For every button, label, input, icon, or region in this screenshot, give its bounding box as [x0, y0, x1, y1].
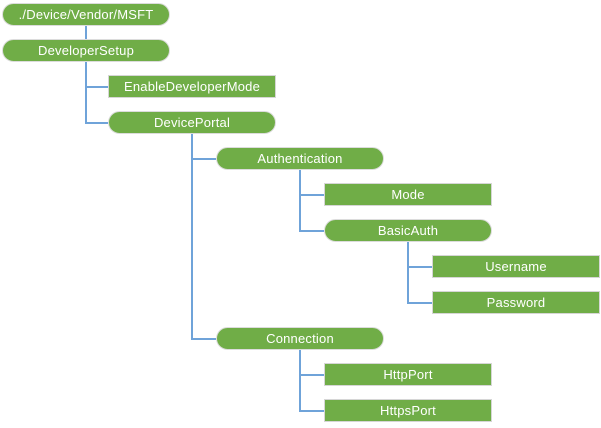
connector-line — [191, 134, 193, 340]
tree-node-https-port: HttpsPort — [324, 399, 492, 422]
tree-node-device-portal: DevicePortal — [108, 111, 276, 134]
connector-line — [299, 409, 324, 412]
connector-line — [85, 62, 87, 124]
connector-line — [191, 337, 216, 340]
connector-line — [299, 170, 301, 232]
tree-node-mode: Mode — [324, 183, 492, 206]
tree-node-username: Username — [432, 255, 600, 278]
connector-line — [299, 373, 324, 376]
tree-node-basic-auth: BasicAuth — [324, 219, 492, 242]
tree-node-http-port: HttpPort — [324, 363, 492, 386]
tree-node-authentication: Authentication — [216, 147, 384, 170]
tree-node-connection: Connection — [216, 327, 384, 350]
connector-line — [85, 26, 87, 39]
connector-line — [85, 85, 108, 88]
connector-line — [191, 157, 216, 160]
connector-line — [299, 193, 324, 196]
connector-line — [407, 301, 432, 304]
tree-node-developer-setup: DeveloperSetup — [2, 39, 170, 62]
connector-line — [299, 350, 301, 412]
tree-node-root: ./Device/Vendor/MSFT — [2, 3, 170, 26]
tree-node-password: Password — [432, 291, 600, 314]
connector-line — [85, 121, 108, 124]
tree-node-enable-developer-mode: EnableDeveloperMode — [108, 75, 276, 98]
connector-line — [407, 265, 432, 268]
connector-line — [407, 242, 409, 304]
connector-line — [299, 229, 324, 232]
